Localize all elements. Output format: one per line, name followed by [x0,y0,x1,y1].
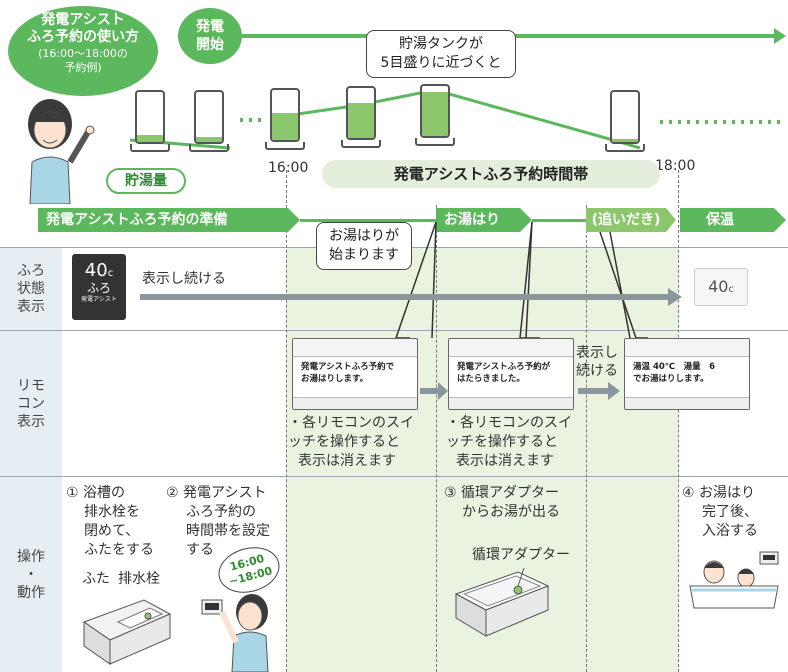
tank-base [341,140,381,148]
storage-tank [610,90,640,144]
step4-text: ④ お湯はり 完了後、 入浴する [682,485,758,539]
phase-line [300,219,436,222]
generation-arrowhead [774,28,786,44]
bath-status-display: 40c ふろ 発電アシスト [72,254,126,320]
remote-arrowhead-2 [608,382,620,400]
storage-tank [194,90,224,144]
storage-tank [135,90,165,144]
storage-tank [420,84,450,138]
phase-keepwarm: 保温 [680,208,774,232]
phase-line [532,219,586,222]
tank-base [130,144,170,152]
phase-keepwarm-arrowhead [774,208,786,232]
storage-amount-label: 貯湯量 [106,168,186,194]
time-start-label: 16:00 [268,160,309,176]
drain-label: 排水栓 [118,571,160,587]
remote-arrowhead-1 [438,382,448,400]
storage-tank [270,88,300,142]
time-end-label: 18:00 [655,158,696,174]
row-label-operation: 操作・動作 [0,477,62,672]
remote-arrow-1 [420,388,440,394]
time-line-18 [678,170,679,672]
row-divider [0,330,788,331]
bath-status-arrowhead [668,288,682,306]
generation-start-bubble: 発電開始 [178,8,242,64]
family-bathing-illustration [689,551,779,609]
woman-remote-illustration [201,594,269,672]
adapter-label: 循環アダプター [472,547,570,563]
tank-base [415,138,455,146]
remote-continue-text: 表示し続ける [576,345,618,379]
lid-label: ふた [82,571,110,587]
remote-screen-2: 発電アシストふろ予約がはたらきました。 [448,338,574,410]
tank-base [265,142,305,150]
phase-prep: 発電アシストふろ予約の準備 [38,208,288,232]
phase-reheat: (追いだき) [586,208,666,232]
step1-text: ① 浴槽の 排水栓を 閉めて、 ふたをする [66,485,154,558]
phase-filling: お湯はり [436,208,520,232]
remote-note-1: ・各リモコンのスイッチを操作すると表示は消えます [288,415,414,469]
start-bubble: お湯はりが始まります [316,222,412,270]
bathtub-closed-illustration [82,599,172,665]
tank-base [605,144,645,152]
step3-text: ③ 循環アダプター からお湯が出る [444,485,560,520]
remote-screen-1: 発電アシストふろ予約でお湯はりします。 [292,338,418,410]
remote-note-2: ・各リモコンのスイッチを操作すると表示は消えます [446,415,572,469]
remote-arrow-2 [578,388,610,394]
phase-filling-arrowhead [520,208,532,232]
bathtub-adapter-illustration [454,567,550,637]
row-label-remote: リモコン表示 [0,331,62,476]
time-line-16 [286,170,287,672]
storage-tank [346,86,376,140]
step2-text: ② 発電アシスト ふろ予約の 時間帯を設定 する [166,485,270,558]
phase-reheat-arrowhead [666,208,676,232]
timeband-label: 発電アシストふろ予約時間帯 [322,160,660,188]
phase-prep-arrowhead [288,208,300,232]
bath-status-continue-text: 表示し続ける [142,271,226,287]
time-line-1 [436,205,437,672]
title-bubble: 発電アシスト ふろ予約の使い方 (16:00〜18:00の 予約例) [8,6,158,96]
tank-base [189,144,229,152]
row-label-bath-status: ふろ状態表示 [0,248,62,330]
bath-status-arrow-line [140,294,670,300]
woman-illustration [28,99,95,204]
row-divider [0,476,788,477]
bath-status-end-display: 40c [694,268,748,306]
time-line-2 [586,205,587,672]
